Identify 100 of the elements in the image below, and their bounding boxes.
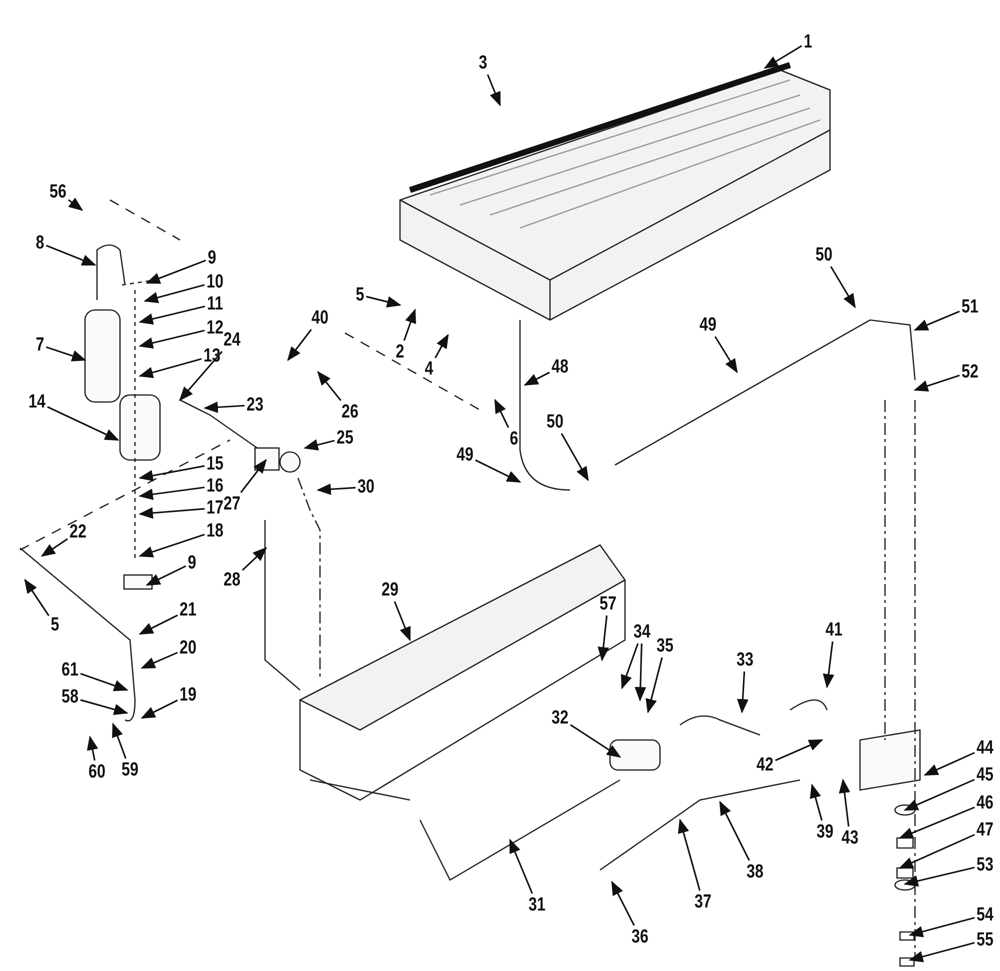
callout-number: 8 bbox=[36, 234, 44, 252]
callout-number: 23 bbox=[246, 396, 264, 414]
callout-number: 22 bbox=[70, 522, 86, 542]
leader-arrow bbox=[112, 722, 126, 759]
callout-number: 51 bbox=[962, 298, 978, 316]
leader-arrow bbox=[598, 615, 610, 662]
leader-arrow bbox=[138, 306, 206, 325]
leader-arrow bbox=[138, 486, 205, 500]
callout-number: 28 bbox=[224, 570, 240, 590]
leader-arrow bbox=[46, 346, 86, 362]
callout-number: 16 bbox=[206, 476, 224, 496]
leader-arrow bbox=[714, 336, 738, 374]
callout-number: 12 bbox=[206, 318, 224, 338]
leader-arrow bbox=[898, 806, 975, 839]
leader-arrow bbox=[810, 784, 823, 821]
leader-arrow bbox=[719, 800, 750, 861]
callout-number: 11 bbox=[206, 294, 224, 314]
leader-arrow bbox=[140, 700, 178, 719]
leader-arrow bbox=[764, 45, 802, 69]
callout-number: 55 bbox=[976, 930, 994, 950]
callout-number: 48 bbox=[552, 358, 568, 376]
leader-arrow bbox=[40, 538, 68, 557]
callout-number: 32 bbox=[552, 708, 568, 728]
callout-number: 9 bbox=[208, 248, 216, 268]
callout-number: 29 bbox=[382, 580, 398, 600]
callout-number: 50 bbox=[816, 246, 832, 264]
leader-arrow bbox=[80, 672, 128, 692]
leader-arrow bbox=[146, 565, 186, 586]
leader-arrow bbox=[138, 330, 205, 349]
leader-arrow bbox=[475, 459, 522, 483]
callout-number: 41 bbox=[826, 620, 842, 640]
callout-number: 9 bbox=[188, 554, 196, 572]
leader-arrow bbox=[144, 284, 205, 304]
callout-number: 40 bbox=[312, 308, 328, 328]
callout-number: 39 bbox=[816, 822, 834, 842]
callout-number: 30 bbox=[358, 478, 374, 496]
leader-arrow bbox=[486, 74, 501, 106]
leader-arrow bbox=[240, 458, 267, 493]
leader-arrow bbox=[560, 433, 589, 482]
leader-arrow bbox=[80, 699, 128, 716]
callout-number: 44 bbox=[976, 738, 994, 758]
leader-arrow bbox=[304, 439, 335, 450]
leader-arrow bbox=[611, 880, 635, 926]
callout-number: 36 bbox=[632, 928, 648, 946]
callout-number: 3 bbox=[478, 54, 488, 72]
callout-number: 1 bbox=[804, 32, 812, 52]
leader-arrow bbox=[138, 614, 178, 635]
callout-number: 46 bbox=[976, 794, 994, 812]
callout-number: 61 bbox=[62, 660, 78, 680]
leader-arrow bbox=[914, 310, 960, 331]
callout-number: 20 bbox=[180, 638, 196, 658]
callout-number: 37 bbox=[694, 892, 712, 912]
leader-arrow bbox=[898, 834, 975, 869]
leader-arrow bbox=[524, 372, 550, 386]
callout-number: 49 bbox=[700, 316, 716, 334]
callout-number: 13 bbox=[204, 346, 220, 366]
callout-number: 52 bbox=[962, 362, 978, 382]
leader-arrow bbox=[570, 724, 622, 758]
leader-arrow bbox=[634, 643, 646, 702]
callout-number: 14 bbox=[28, 392, 46, 412]
callout-number: 56 bbox=[50, 182, 66, 202]
callout-number: 43 bbox=[842, 828, 858, 848]
leader-arrow bbox=[403, 308, 416, 341]
leader-arrow bbox=[287, 329, 312, 362]
callout-number: 17 bbox=[206, 498, 224, 518]
leader-arrow bbox=[904, 866, 975, 887]
leader-arrow bbox=[924, 752, 975, 776]
callout-number: 19 bbox=[180, 686, 196, 704]
leader-arrow bbox=[138, 465, 205, 482]
leader-arrow bbox=[316, 483, 356, 495]
leader-arrow bbox=[908, 942, 975, 962]
leader-arrow bbox=[914, 374, 960, 392]
leader-arrow bbox=[908, 917, 975, 938]
callout-number: 5 bbox=[356, 286, 364, 304]
leader-arrow bbox=[140, 652, 178, 669]
leader-arrow bbox=[146, 260, 206, 284]
leader-arrow bbox=[646, 657, 663, 714]
callout-number: 38 bbox=[746, 862, 764, 882]
leader-arrow bbox=[394, 601, 411, 642]
callout-number: 54 bbox=[976, 906, 994, 924]
leader-arrow bbox=[830, 266, 856, 308]
leader-arrow bbox=[138, 534, 205, 558]
callout-number: 58 bbox=[62, 688, 78, 706]
callout-number: 18 bbox=[206, 522, 224, 540]
callout-number: 2 bbox=[396, 342, 404, 362]
leader-arrow bbox=[47, 406, 120, 441]
leader-arrow bbox=[138, 358, 202, 378]
callout-number: 45 bbox=[976, 766, 994, 784]
callout-number: 50 bbox=[546, 412, 564, 432]
callout-number: 42 bbox=[756, 756, 774, 774]
callout-number: 4 bbox=[424, 360, 434, 378]
leader-arrow bbox=[242, 547, 268, 571]
callout-number: 59 bbox=[122, 760, 138, 780]
leader-arrow bbox=[24, 578, 50, 616]
callout-number: 26 bbox=[342, 402, 358, 422]
leader-arrow bbox=[366, 296, 402, 308]
callout-number: 25 bbox=[336, 428, 354, 448]
leader-arrow bbox=[138, 507, 205, 519]
callout-number: 6 bbox=[510, 430, 518, 448]
leader-arrow bbox=[86, 736, 98, 761]
